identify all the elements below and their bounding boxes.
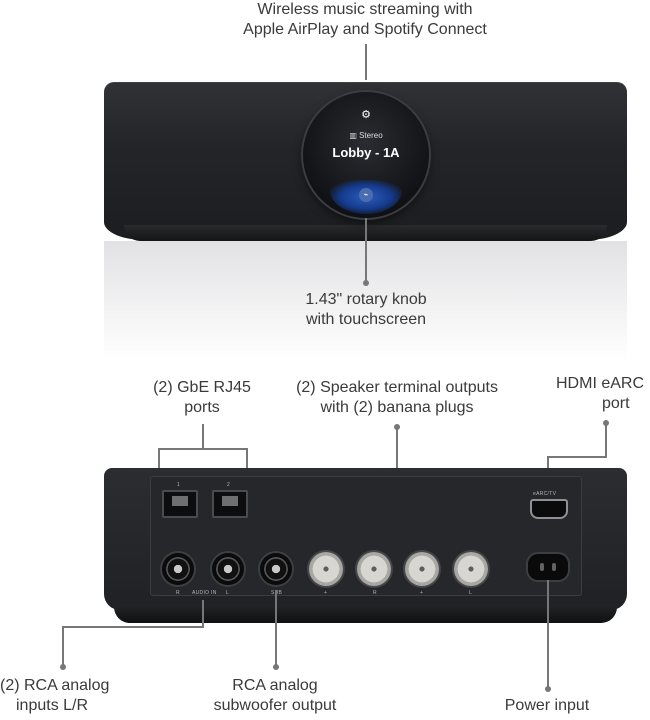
- rca-in-leader-drop: [62, 626, 64, 666]
- stereo-icon: ▥: [349, 131, 360, 140]
- power-callout-dot: [545, 686, 551, 692]
- rj45-callout-line1: (2) GbE RJ45: [153, 379, 251, 396]
- stereo-mode-label: ▥ Stereo: [349, 131, 383, 140]
- knob-callout-line1: 1.43" rotary knob: [305, 291, 427, 308]
- sub-callout: RCA analog subwoofer output: [200, 676, 350, 716]
- rca-input-left[interactable]: [212, 553, 244, 585]
- knob-center-button[interactable]: ⌁: [359, 188, 373, 202]
- speaker-callout-line2: with (2) banana plugs: [320, 399, 474, 416]
- rj45-callout: (2) GbE RJ45 ports: [140, 378, 264, 418]
- speaker-callout-dot: [394, 424, 400, 430]
- hdmi-leader-horizontal: [547, 456, 607, 458]
- rca-in-callout-dot: [60, 664, 66, 670]
- rca-r-label: R: [176, 590, 180, 596]
- speaker-plus-2: +: [420, 590, 424, 596]
- port1-label: 1: [177, 482, 181, 488]
- rca-in-callout-line2: inputs L/R: [16, 697, 89, 714]
- rca-in-leader-vertical: [202, 600, 204, 628]
- rj45-port-2[interactable]: [212, 490, 248, 518]
- rj45-port-1[interactable]: [162, 490, 198, 518]
- rj45-callout-line2: ports: [184, 399, 220, 416]
- rca-in-callout-line1: (2) RCA analog: [0, 677, 110, 694]
- hdmi-callout-dot: [603, 420, 609, 426]
- hdmi-callout-line1: HDMI eARC: [556, 375, 645, 392]
- sub-callout-line1: RCA analog: [232, 677, 318, 694]
- wireless-callout-leader: [365, 44, 367, 80]
- knob-callout-leader: [365, 218, 367, 282]
- sub-leader-vertical: [275, 590, 277, 666]
- speaker-terminal-3[interactable]: [405, 552, 439, 586]
- hdmi-callout-line2: port: [602, 395, 630, 412]
- wireless-callout-line2: Apple AirPlay and Spotify Connect: [243, 21, 487, 38]
- hdmi-callout: HDMI eARC port: [556, 374, 650, 414]
- rca-input-right[interactable]: [162, 553, 194, 585]
- hdmi-earc-port[interactable]: [530, 499, 568, 519]
- power-input-socket[interactable]: [528, 554, 568, 580]
- sub-callout-line2: subwoofer output: [213, 697, 337, 714]
- speaker-terminal-4[interactable]: [454, 552, 488, 586]
- speaker-terminal-1[interactable]: [309, 552, 343, 586]
- sub-callout-dot: [273, 664, 279, 670]
- wireless-streaming-callout: Wireless music streaming with Apple AirP…: [220, 0, 510, 40]
- audio-in-label: AUDIO IN: [192, 590, 217, 596]
- rca-in-callout: (2) RCA analog inputs L/R: [0, 676, 120, 716]
- knob-callout: 1.43" rotary knob with touchscreen: [276, 290, 456, 330]
- port2-label: 2: [227, 482, 231, 488]
- speaker-r-label: R: [373, 590, 377, 596]
- earc-label: eARC/TV: [533, 491, 557, 497]
- speaker-callout-line1: (2) Speaker terminal outputs: [296, 379, 498, 396]
- gear-icon[interactable]: ⚙: [361, 109, 371, 121]
- power-callout: Power input: [504, 697, 590, 714]
- speaker-l-label: L: [469, 590, 473, 596]
- rca-l-label: L: [226, 590, 230, 596]
- knob-callout-dot: [363, 280, 369, 286]
- knob-callout-line2: with touchscreen: [305, 311, 427, 328]
- zone-name: Lobby - 1A: [332, 145, 400, 160]
- back-device-base: [114, 605, 617, 623]
- power-leader-vertical: [547, 580, 549, 688]
- wireless-callout-line1: Wireless music streaming with: [257, 1, 473, 18]
- speaker-callout: (2) Speaker terminal outputs with (2) ba…: [272, 378, 522, 418]
- rj45-leader-vertical: [202, 424, 204, 448]
- rj45-bracket-left: [158, 448, 160, 468]
- speaker-plus-1: +: [324, 590, 328, 596]
- hdmi-leader-vertical: [605, 424, 607, 458]
- rca-subwoofer-output[interactable]: [260, 553, 292, 585]
- rca-in-leader-horizontal: [62, 626, 204, 628]
- rj45-bracket-right: [246, 448, 248, 468]
- rj45-bracket: [158, 448, 248, 450]
- speaker-terminal-2[interactable]: [357, 552, 391, 586]
